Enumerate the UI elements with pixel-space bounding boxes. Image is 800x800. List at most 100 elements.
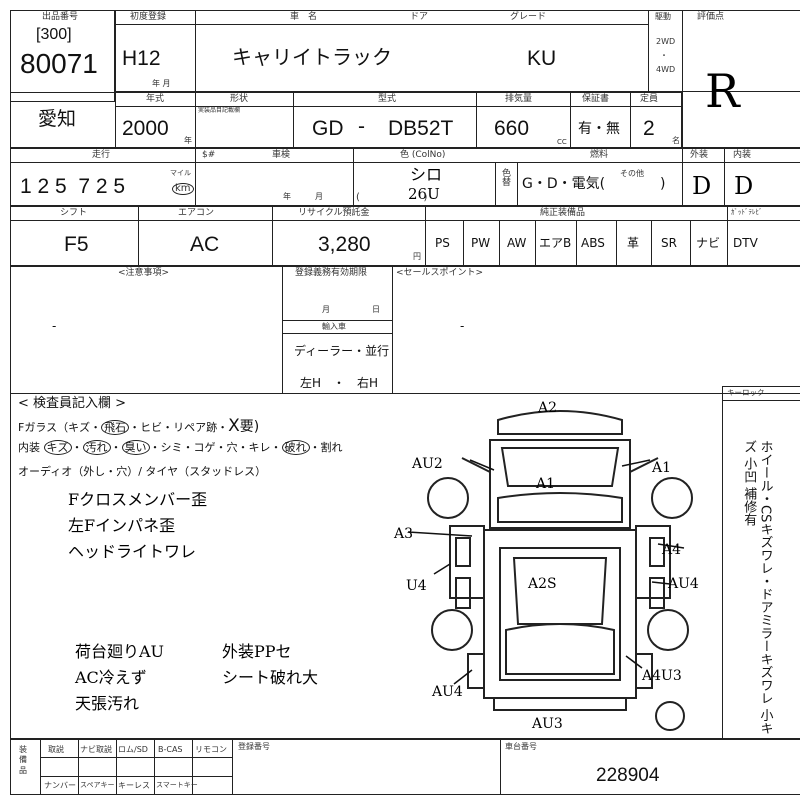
truck-diagram: A2 A1 AU2 A1 A3 A4 U4 A2S AU4 AU4 A4U3 A… — [393, 400, 699, 732]
label-a2s: A2S — [527, 576, 557, 592]
color-change-label: 色替 — [500, 168, 510, 186]
hand-note-2: 左Fインパネ歪 — [68, 516, 176, 535]
ac: AC — [190, 233, 220, 256]
hand-note-5: AC冷えず — [75, 668, 147, 687]
inspector-area — [10, 394, 800, 739]
color-label: 色 (ColNo) — [400, 150, 446, 160]
hand-note-8: シート破れ大 — [222, 668, 319, 687]
footer-item-bcas: B-CAS — [158, 745, 183, 754]
door-label: ドア — [410, 12, 429, 22]
notes-label: <注意事項> — [118, 268, 170, 278]
lot-number: 80071 — [20, 48, 98, 79]
hand-note-1: Fクロスメンバー歪 — [68, 490, 208, 509]
model-dash: - — [358, 115, 365, 138]
sales-dash: - — [460, 319, 465, 333]
shape-label: 形状 — [230, 94, 249, 104]
footer-item-smart-key: スマートキー — [156, 781, 198, 789]
displacement-label: 排気量 — [505, 94, 533, 104]
equip-pw: PW — [471, 236, 491, 250]
vin-label: 車台番号 — [505, 742, 537, 751]
row3 — [10, 148, 800, 206]
footer-item-navi-manual: ナビ取説 — [80, 745, 112, 754]
color: シロ — [410, 165, 443, 184]
cc: CC — [557, 138, 567, 146]
label-a1-top: A1 — [535, 476, 555, 492]
capacity-label: 定員 — [640, 94, 659, 104]
drive-label: 駆動 — [655, 12, 671, 21]
inspection-label: 車検 — [272, 150, 291, 160]
shift: F5 — [64, 233, 89, 256]
lot-label: 出品番号 — [42, 12, 79, 22]
score: R — [705, 64, 740, 118]
label-a3: A3 — [393, 526, 413, 542]
hand-note-4: 荷台廻りAU — [75, 642, 165, 661]
year: 2000 — [122, 117, 169, 140]
lot-box — [10, 10, 115, 102]
registry-month: 月 — [322, 305, 330, 314]
drive-4wd: 4WD — [656, 65, 676, 74]
warranty-label: 保証書 — [582, 94, 610, 104]
label-au4-right: AU4 — [667, 576, 699, 592]
equipment-label: 純正装備品 — [540, 208, 586, 218]
equip-airbag: エアB — [539, 236, 572, 250]
inspector-title: < 検査員記入欄 > — [18, 396, 127, 411]
grade-label: グレード — [510, 12, 547, 22]
fuel: G・D・電気( — [522, 176, 606, 192]
interior: D — [734, 172, 754, 200]
equip-sr: SR — [661, 236, 677, 250]
grade: KU — [527, 47, 557, 70]
row4 — [10, 206, 800, 266]
equip-abs: ABS — [581, 236, 605, 250]
import-label: 輸入車 — [322, 322, 346, 331]
model: DB52T — [388, 117, 454, 140]
hand-note-6: 天張汚れ — [75, 694, 140, 713]
footer-item-plate: ナンバー — [44, 781, 76, 790]
equip-leather: 革 — [627, 236, 640, 250]
year-label: 年式 — [146, 94, 165, 104]
model-prefix: GD — [312, 117, 344, 140]
footer-item-keyless: キーレス — [118, 781, 150, 790]
registry-label: 登録義務有効期限 — [295, 268, 368, 278]
footer-item-spare-key: スペアキー — [80, 781, 115, 789]
car-name: キャリイトラック — [232, 47, 392, 69]
fuel-other: その他 — [620, 169, 644, 178]
label-a4: A4 — [661, 542, 681, 558]
mileage: 1 2 5 7 2 5 — [20, 175, 126, 198]
notes-dash: - — [52, 319, 57, 333]
mile-unit: マイル — [170, 169, 191, 177]
sales-label: <セールスポイント> — [396, 268, 484, 278]
km-unit: km — [172, 183, 194, 195]
header-row — [115, 10, 800, 92]
inspection-ym: 年 月 — [283, 192, 323, 201]
ac-label: エアコン — [178, 208, 215, 218]
recycle-label: リサイクル預託金 — [298, 208, 370, 218]
dtv-label: ｶﾞｯﾄﾞﾃﾚﾋﾞ — [731, 208, 763, 216]
model-label: 型式 — [378, 94, 397, 104]
registry-day: 日 — [372, 305, 380, 314]
mileage-label: 走行 — [92, 150, 111, 160]
row2 — [10, 92, 682, 148]
lot-bracket: [300] — [36, 26, 72, 43]
score-label: 評価点 — [697, 12, 725, 22]
interior-line: 内装 キズ・汚れ・臭い・シミ・コゲ・穴・キレ・破れ・割れ — [18, 440, 343, 455]
year-unit: 年 — [184, 136, 192, 145]
footer-item-rom-sd: ロム/SD — [118, 745, 148, 754]
name-label: 車 名 — [290, 12, 318, 22]
footer — [10, 739, 800, 795]
vin: 228904 — [596, 765, 660, 786]
fuel-close: ) — [660, 176, 666, 192]
warranty: 有・無 — [578, 121, 620, 137]
drive-dot: ・ — [660, 51, 668, 60]
equip-dtv: DTV — [733, 236, 758, 250]
label-a2: A2 — [537, 400, 557, 416]
hand-note-7: 外装PPセ — [222, 642, 292, 661]
interior-label: 内装 — [733, 150, 752, 160]
steering: 左H ・ 右H — [300, 376, 379, 390]
capacity-unit: 名 — [672, 136, 680, 145]
label-au3: AU3 — [531, 716, 563, 732]
label-a4u3: A4U3 — [641, 668, 682, 684]
audio-line: オーディオ（外し・穴）/ タイヤ（スタッドレス） — [18, 465, 267, 478]
capacity: 2 — [643, 117, 655, 140]
fuel-label: 燃料 — [590, 150, 609, 160]
footer-left-label: 装 備 品 — [19, 745, 27, 775]
